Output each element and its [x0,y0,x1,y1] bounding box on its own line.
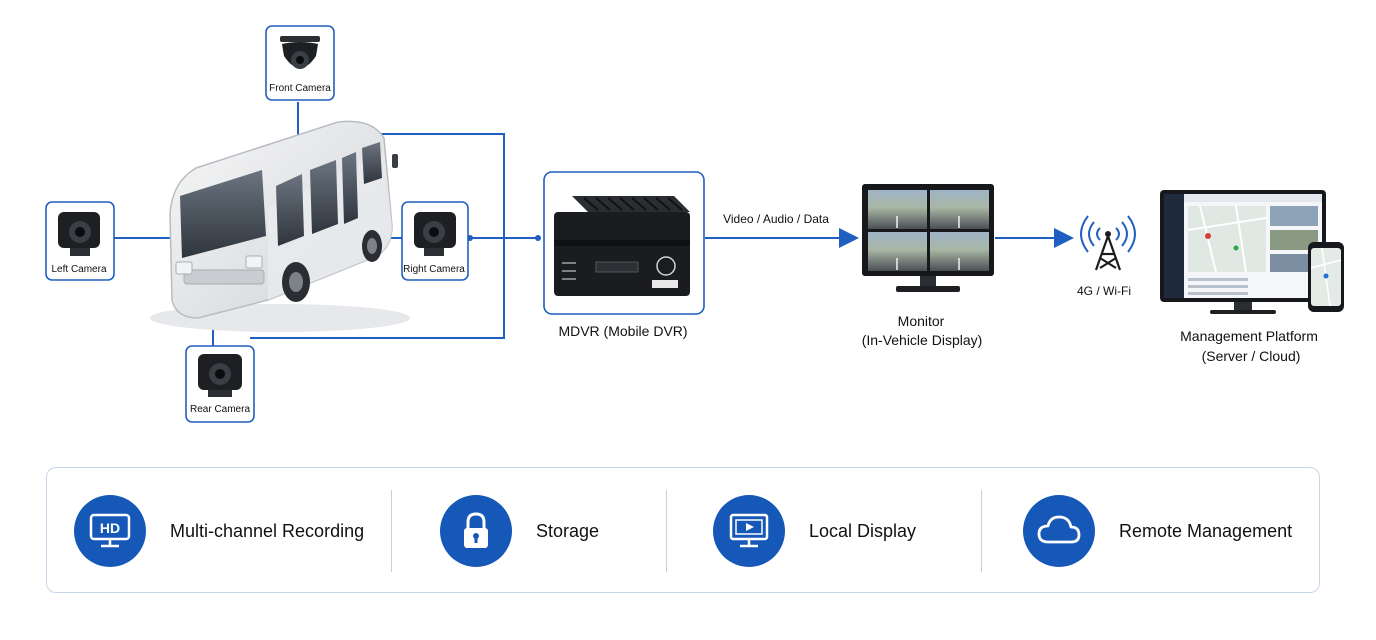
mdvr-label: MDVR (Mobile DVR) [558,323,687,339]
monitor-label-2: (In-Vehicle Display) [862,332,983,348]
box-camera-icon [58,212,100,256]
feature-divider [666,490,667,572]
tower-mast-icon [1094,235,1122,271]
platform-node: Management Platform (Server / Cloud) [1160,190,1344,364]
network-label: 4G / Wi-Fi [1077,284,1131,298]
feature-divider [981,490,982,572]
feature-bar: HD Multi-channel Recording Storage [46,467,1320,593]
feature-storage: Storage [440,468,599,594]
svg-text:HD: HD [100,520,120,536]
right-camera-node: Right Camera [401,201,469,281]
rear-camera-node: Rear Camera [185,345,255,423]
van-image [150,120,410,332]
left-camera-node: Left Camera [45,201,115,281]
hd-monitor-icon: HD [74,495,146,567]
cell-tower-icon [1080,215,1136,253]
monitor-icon [862,184,994,292]
dome-camera-icon [280,36,320,69]
display-icon [713,495,785,567]
lock-icon [440,495,512,567]
left-camera-label: Left Camera [51,264,106,275]
platform-label-1: Management Platform [1180,328,1318,344]
feature-local-display: Local Display [713,468,916,594]
front-camera-node: Front Camera [265,25,335,101]
feature-remote-management: Remote Management [1023,468,1292,594]
feature-label-display: Local Display [809,520,917,541]
link-label: Video / Audio / Data [723,212,829,226]
box-camera-icon [198,354,242,397]
feature-label-remote: Remote Management [1119,520,1293,541]
monitor-node: Monitor (In-Vehicle Display) [862,184,994,348]
front-camera-label: Front Camera [269,83,331,94]
platform-label-2: (Server / Cloud) [1202,348,1301,364]
monitor-label-1: Monitor [898,313,945,329]
dvr-unit-icon [554,196,690,296]
box-camera-icon [414,212,456,256]
feature-label-storage: Storage [536,520,600,541]
computer-monitor-icon [1160,190,1326,314]
feature-multichannel-recording: HD Multi-channel Recording [74,468,364,594]
feature-divider [391,490,392,572]
smartphone-icon [1308,242,1344,312]
cloud-icon [1023,495,1095,567]
feature-label-recording: Multi-channel Recording [170,520,365,541]
right-camera-label: Right Camera [403,264,465,275]
mdvr-node: MDVR (Mobile DVR) [543,171,705,339]
rear-camera-label: Rear Camera [190,404,250,415]
